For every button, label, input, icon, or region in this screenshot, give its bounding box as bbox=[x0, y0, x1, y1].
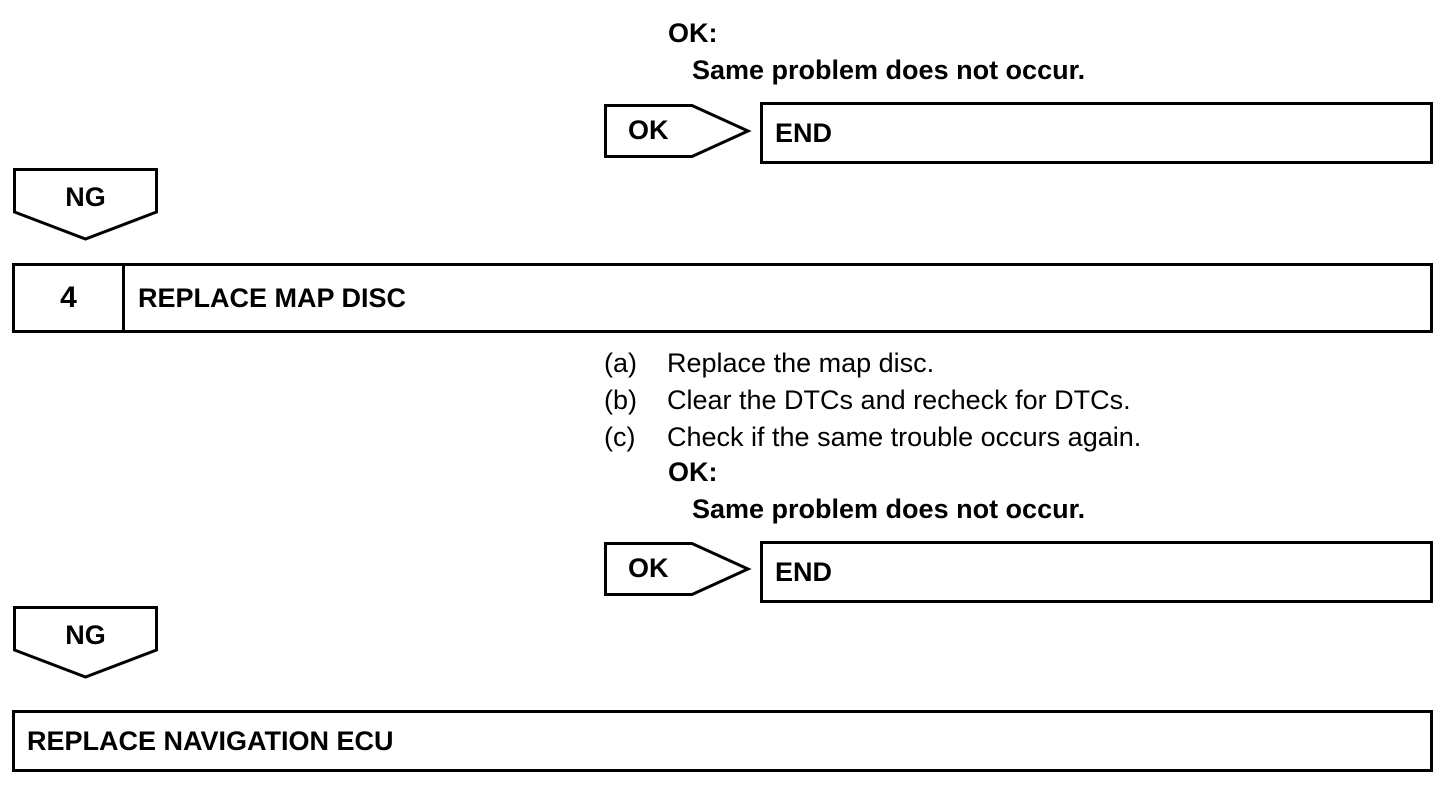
ng-arrow-top[interactable]: NG bbox=[13, 168, 158, 241]
step-title: REPLACE MAP DISC bbox=[138, 282, 407, 313]
list-marker: (a) bbox=[604, 348, 637, 378]
ok-arrow-step4[interactable]: OK bbox=[604, 542, 752, 596]
end-box-step4: END bbox=[760, 541, 1433, 603]
final-step-title: REPLACE NAVIGATION ECU bbox=[27, 725, 394, 756]
down-arrow-icon bbox=[13, 168, 158, 241]
end-label: END bbox=[775, 556, 833, 587]
step-number: 4 bbox=[15, 266, 125, 330]
ok-detail-top: Same problem does not occur. bbox=[692, 55, 1086, 85]
ng-arrow-step4[interactable]: NG bbox=[13, 606, 158, 679]
down-arrow-icon bbox=[13, 606, 158, 679]
list-text: Clear the DTCs and recheck for DTCs. bbox=[667, 385, 1131, 415]
end-label: END bbox=[775, 117, 833, 148]
ok-detail-step4: Same problem does not occur. bbox=[692, 494, 1086, 524]
right-arrow-icon bbox=[604, 104, 752, 158]
right-arrow-icon bbox=[604, 542, 752, 596]
ok-arrow-top[interactable]: OK bbox=[604, 104, 752, 158]
list-marker: (b) bbox=[604, 385, 637, 415]
end-box-top: END bbox=[760, 102, 1433, 164]
list-text: Replace the map disc. bbox=[667, 348, 935, 378]
list-marker: (c) bbox=[604, 422, 636, 452]
ok-heading-step4: OK: bbox=[668, 457, 718, 487]
ok-arrow-label: OK bbox=[628, 115, 669, 145]
list-text: Check if the same trouble occurs again. bbox=[667, 422, 1142, 452]
final-step-box: REPLACE NAVIGATION ECU bbox=[12, 710, 1433, 772]
ng-arrow-label: NG bbox=[65, 182, 106, 212]
step-4-header: 4 REPLACE MAP DISC bbox=[12, 263, 1433, 333]
ok-heading-top: OK: bbox=[668, 18, 718, 48]
ok-arrow-label: OK bbox=[628, 553, 669, 583]
ng-arrow-label: NG bbox=[65, 620, 106, 650]
